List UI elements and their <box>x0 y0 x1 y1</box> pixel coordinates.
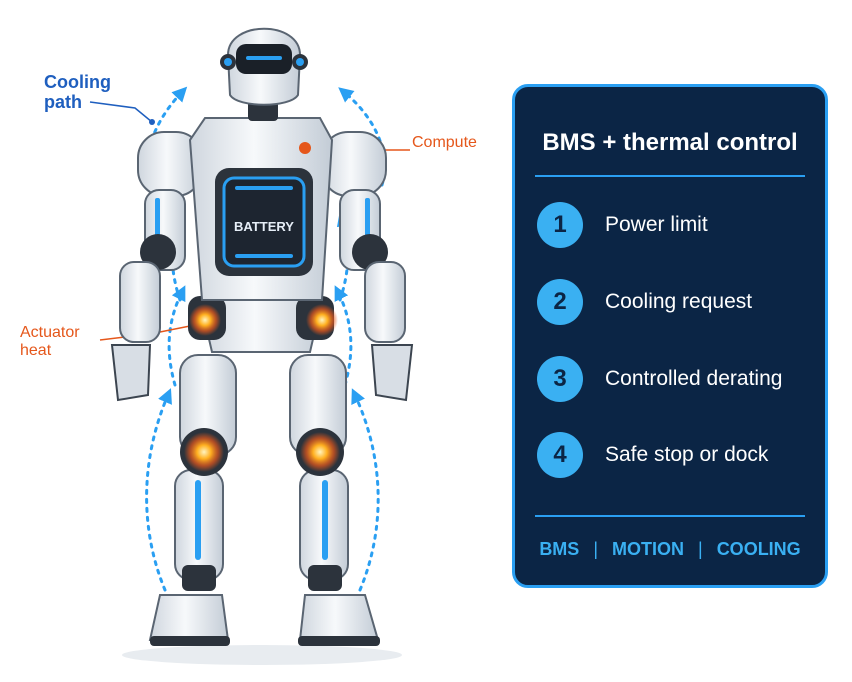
footer-cooling: COOLING <box>716 539 801 559</box>
step-4-text: Safe stop or dock <box>605 443 769 466</box>
robot-pelvis <box>188 296 338 353</box>
step-1-number: 1 <box>537 202 583 248</box>
panel-divider-bottom <box>535 515 805 517</box>
step-3: 3 Controlled derating <box>537 355 782 403</box>
robot-legs <box>148 354 380 646</box>
footer-separator: | <box>698 539 703 559</box>
step-1-text: Power limit <box>605 213 708 236</box>
step-2: 2 Cooling request <box>537 278 752 326</box>
panel-divider-top <box>535 175 805 177</box>
step-3-number: 3 <box>537 356 583 402</box>
footer-bms: BMS <box>539 539 580 559</box>
step-2-text: Cooling request <box>605 290 753 313</box>
compute-label: Compute <box>412 134 477 151</box>
robot-head <box>220 27 308 121</box>
panel-footer: BMS | MOTION | COOLING <box>515 539 825 560</box>
footer-motion: MOTION <box>612 539 684 559</box>
step-1: 1 Power limit <box>537 201 708 249</box>
robot-illustration: BATTERY <box>89 27 414 665</box>
bms-panel: BMS + thermal control 1 Power limit 2 Co… <box>512 84 828 588</box>
robot-arms <box>110 131 414 402</box>
step-3-text: Controlled derating <box>605 367 783 390</box>
battery-label: BATTERY <box>234 219 294 234</box>
panel-title: BMS + thermal control <box>542 129 798 156</box>
step-4: 4 Safe stop or dock <box>537 431 768 479</box>
actuator-heat-label: Actuator heat <box>20 324 80 359</box>
step-2-number: 2 <box>537 279 583 325</box>
robot-torso: BATTERY <box>188 117 334 301</box>
step-4-number: 4 <box>537 432 583 478</box>
footer-separator: | <box>593 539 598 559</box>
cooling-path-label: Cooling path <box>44 72 111 112</box>
